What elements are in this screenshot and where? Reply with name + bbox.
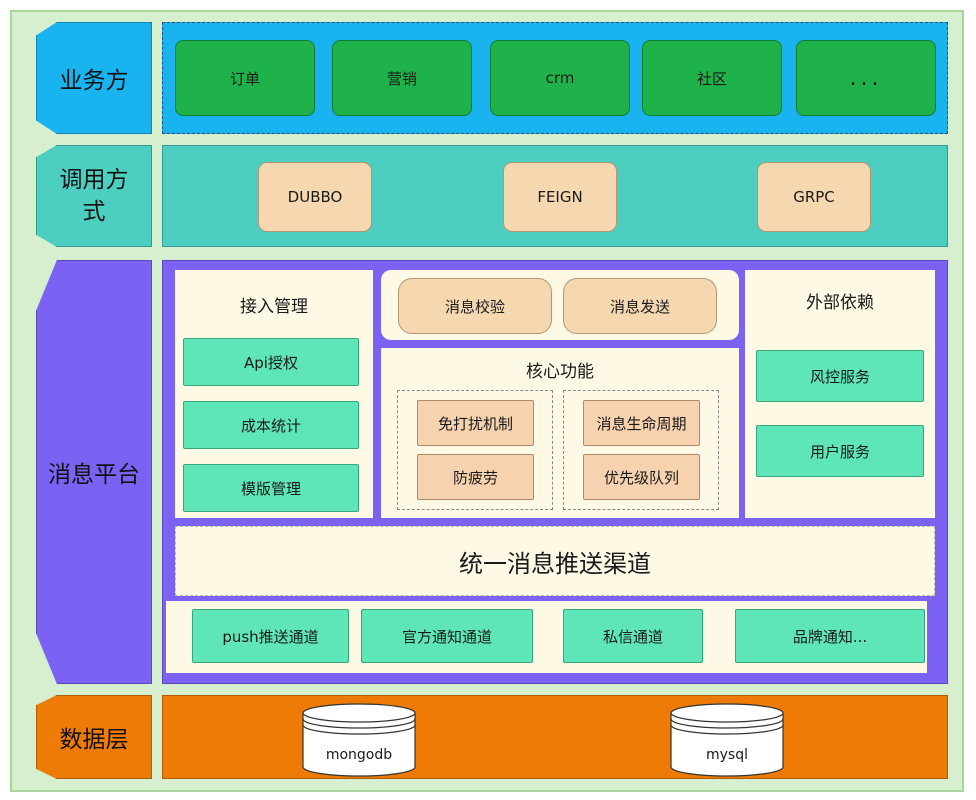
external-box-user-service: 用户服务 bbox=[756, 425, 924, 477]
external-box-risk-control: 风控服务 bbox=[756, 350, 924, 402]
core-group-left bbox=[397, 390, 553, 510]
data-layer-label-text: 数据层 bbox=[59, 727, 129, 753]
channel-box-private-msg-label: 私信通道 bbox=[602, 627, 663, 646]
access-box-cost-stats: 成本统计 bbox=[183, 401, 359, 449]
invoke-box-grpc: GRPC bbox=[757, 162, 871, 232]
business-box-more-label: ... bbox=[849, 65, 883, 91]
channel-box-brand-label: 品牌通知... bbox=[792, 627, 868, 646]
invoke-layer-label-text: 调用方式 bbox=[59, 167, 129, 225]
pre-box-validate-label: 消息校验 bbox=[444, 297, 505, 316]
business-layer-label: 业务方 bbox=[36, 22, 152, 134]
invoke-box-grpc-label: GRPC bbox=[793, 188, 835, 206]
business-box-more: ... bbox=[796, 40, 936, 116]
core-box-lifecycle-label: 消息生命周期 bbox=[596, 414, 687, 433]
core-box-priority-queue: 优先级队列 bbox=[583, 454, 700, 500]
invoke-box-dubbo-label: DUBBO bbox=[287, 188, 343, 206]
core-box-lifecycle: 消息生命周期 bbox=[583, 400, 700, 446]
mongodb-database: mongodb bbox=[302, 703, 416, 777]
mongodb-label: mongodb bbox=[325, 747, 393, 763]
business-layer-label-text: 业务方 bbox=[59, 68, 129, 94]
channel-bar: 统一消息推送渠道 bbox=[175, 526, 935, 596]
access-box-api-auth: Api授权 bbox=[183, 338, 359, 386]
data-layer-label: 数据层 bbox=[36, 695, 152, 779]
access-panel-title: 接入管理 bbox=[240, 296, 308, 317]
channel-box-official: 官方通知通道 bbox=[361, 609, 533, 663]
core-panel-title: 核心功能 bbox=[526, 361, 594, 382]
channel-box-push: push推送通道 bbox=[192, 609, 349, 663]
business-box-community-label: 社区 bbox=[696, 69, 727, 88]
invoke-box-feign: FEIGN bbox=[503, 162, 617, 232]
channel-box-brand: 品牌通知... bbox=[735, 609, 925, 663]
platform-layer-label: 消息平台 bbox=[36, 260, 152, 684]
access-box-cost-stats-label: 成本统计 bbox=[240, 416, 301, 435]
pre-box-send: 消息发送 bbox=[563, 278, 717, 334]
channel-box-push-label: push推送通道 bbox=[222, 627, 319, 646]
invoke-box-feign-label: FEIGN bbox=[537, 188, 583, 206]
pre-box-send-label: 消息发送 bbox=[609, 297, 670, 316]
data-layer-band bbox=[162, 695, 948, 779]
platform-layer-label-text: 消息平台 bbox=[48, 462, 140, 488]
access-box-template-mgmt-label: 模版管理 bbox=[240, 479, 301, 498]
business-box-crm-label: crm bbox=[545, 69, 575, 87]
access-box-api-auth-label: Api授权 bbox=[244, 353, 298, 372]
channel-box-official-label: 官方通知通道 bbox=[401, 627, 492, 646]
external-panel-title: 外部依赖 bbox=[806, 292, 874, 313]
core-box-no-disturb-label: 免打扰机制 bbox=[437, 414, 513, 433]
core-box-no-disturb: 免打扰机制 bbox=[417, 400, 534, 446]
core-box-anti-fatigue-label: 防疲劳 bbox=[452, 468, 498, 487]
core-box-priority-queue-label: 优先级队列 bbox=[603, 468, 679, 487]
channel-box-private-msg: 私信通道 bbox=[563, 609, 703, 663]
business-box-crm: crm bbox=[490, 40, 630, 116]
pre-box-validate: 消息校验 bbox=[398, 278, 552, 334]
channel-bar-title: 统一消息推送渠道 bbox=[459, 549, 651, 578]
external-box-risk-control-label: 风控服务 bbox=[809, 367, 870, 386]
business-box-marketing: 营销 bbox=[332, 40, 472, 116]
database-cylinder-icon bbox=[302, 703, 416, 777]
database-cylinder-icon bbox=[670, 703, 784, 777]
business-box-marketing-label: 营销 bbox=[386, 69, 417, 88]
external-box-user-service-label: 用户服务 bbox=[809, 442, 870, 461]
business-box-community: 社区 bbox=[642, 40, 782, 116]
mysql-label: mysql bbox=[706, 747, 748, 763]
invoke-layer-label: 调用方式 bbox=[36, 145, 152, 247]
business-box-order-label: 订单 bbox=[229, 69, 260, 88]
business-box-order: 订单 bbox=[175, 40, 315, 116]
access-box-template-mgmt: 模版管理 bbox=[183, 464, 359, 512]
core-box-anti-fatigue: 防疲劳 bbox=[417, 454, 534, 500]
invoke-box-dubbo: DUBBO bbox=[258, 162, 372, 232]
core-group-right bbox=[563, 390, 719, 510]
mysql-database: mysql bbox=[670, 703, 784, 777]
